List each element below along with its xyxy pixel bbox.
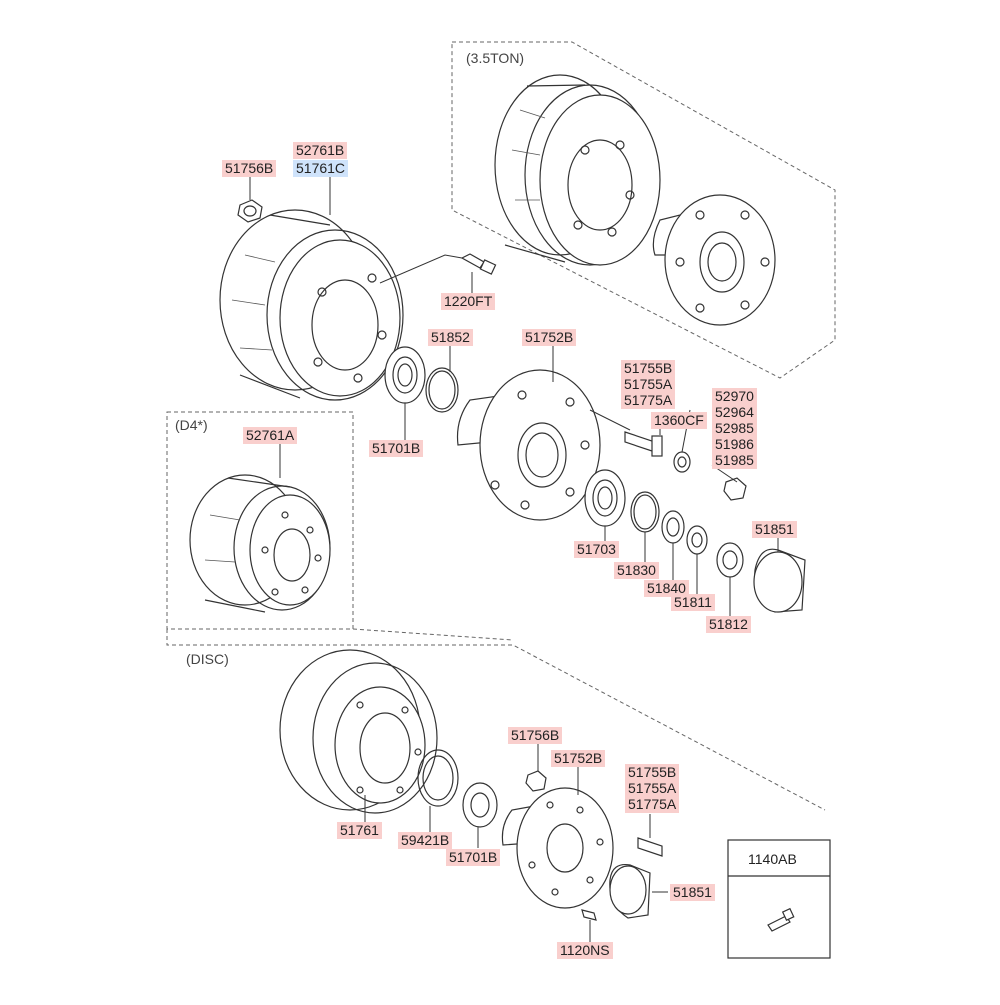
bolt-1120ns: [581, 909, 597, 921]
group-label-3-5ton: (3.5TON): [466, 50, 525, 66]
group-label-d4: (D4*): [175, 417, 208, 433]
brake-drum-3-5ton: [494, 74, 661, 266]
wheel-stud-disc: [637, 837, 663, 857]
part-label-51811[interactable]: 51811: [671, 594, 715, 611]
washer-51840: [661, 510, 685, 544]
part-label-51761c[interactable]: 51761C: [293, 160, 349, 177]
nut-51756b-disc: [525, 770, 547, 792]
part-label-52985[interactable]: 52985: [712, 420, 757, 437]
group-boundary-disc: [166, 628, 826, 811]
part-label-59421b[interactable]: 59421B: [398, 832, 453, 849]
part-label-52761a[interactable]: 52761A: [243, 427, 298, 444]
hub-cap-51851-disc: [609, 863, 651, 919]
wheel-hub-main: [456, 369, 601, 521]
part-label-51812[interactable]: 51812: [706, 616, 751, 633]
bearing-51701b-disc: [462, 782, 498, 828]
part-label-51701b[interactable]: 51701B: [369, 440, 424, 457]
brake-drum-main: [219, 209, 404, 401]
part-label-52970[interactable]: 52970: [712, 388, 757, 405]
part-label-51701b-disc[interactable]: 51701B: [446, 849, 501, 866]
part-label-51755a-disc[interactable]: 51755A: [625, 780, 680, 797]
abs-ring-59421b: [417, 749, 459, 807]
bearing-51701b: [384, 346, 426, 404]
nut-52970: [673, 451, 691, 473]
part-label-51985[interactable]: 51985: [712, 452, 757, 469]
part-label-51851-disc[interactable]: 51851: [670, 884, 715, 901]
part-label-51752b[interactable]: 51752B: [522, 329, 577, 346]
part-label-1360cf[interactable]: 1360CF: [651, 412, 707, 429]
bearing-51703: [584, 469, 626, 527]
part-label-51755a[interactable]: 51755A: [621, 376, 676, 393]
hub-cap-51851: [753, 548, 806, 613]
box-1140ab: [727, 839, 831, 959]
part-label-51756b-disc[interactable]: 51756B: [508, 727, 563, 744]
part-label-51986[interactable]: 51986: [712, 436, 757, 453]
brake-disc-51761: [279, 649, 438, 814]
part-label-51775a-disc[interactable]: 51775A: [625, 796, 680, 813]
part-label-1120ns[interactable]: 1120NS: [557, 942, 613, 959]
part-label-51703[interactable]: 51703: [574, 541, 619, 558]
part-label-1220ft[interactable]: 1220FT: [441, 293, 496, 310]
nut-51985: [723, 477, 747, 501]
group-label-disc: (DISC): [186, 651, 229, 667]
group-boundary-d4: [166, 411, 354, 630]
part-label-51755b-disc[interactable]: 51755B: [625, 764, 680, 781]
leader-lines: [249, 177, 779, 942]
seal-51830: [630, 491, 660, 533]
wheel-stud: [624, 431, 663, 457]
bolt-1220ft: [460, 253, 497, 275]
brake-drum-d4: [189, 474, 331, 613]
part-label-51852[interactable]: 51852: [428, 329, 473, 346]
wheel-hub-3-5ton: [652, 194, 776, 326]
part-label-51755b[interactable]: 51755B: [621, 360, 676, 377]
wheel-hub-disc: [501, 787, 614, 909]
part-label-51851[interactable]: 51851: [752, 521, 797, 538]
nut-51812: [716, 542, 744, 578]
part-label-52964[interactable]: 52964: [712, 404, 757, 421]
part-label-51756b[interactable]: 51756B: [222, 160, 277, 177]
part-label-51840[interactable]: 51840: [644, 580, 689, 597]
part-label-51775a[interactable]: 51775A: [621, 392, 676, 409]
part-label-1140ab[interactable]: 1140AB: [748, 851, 797, 867]
nut-51756b: [237, 199, 263, 223]
part-label-51830[interactable]: 51830: [614, 562, 659, 579]
part-label-51761[interactable]: 51761: [337, 822, 382, 839]
part-label-51752b-disc[interactable]: 51752B: [551, 750, 606, 767]
seal-51852: [425, 367, 459, 413]
lock-washer-51811: [686, 525, 708, 555]
group-boundary-3-5ton: [451, 41, 836, 379]
part-label-52761b[interactable]: 52761B: [293, 142, 348, 159]
